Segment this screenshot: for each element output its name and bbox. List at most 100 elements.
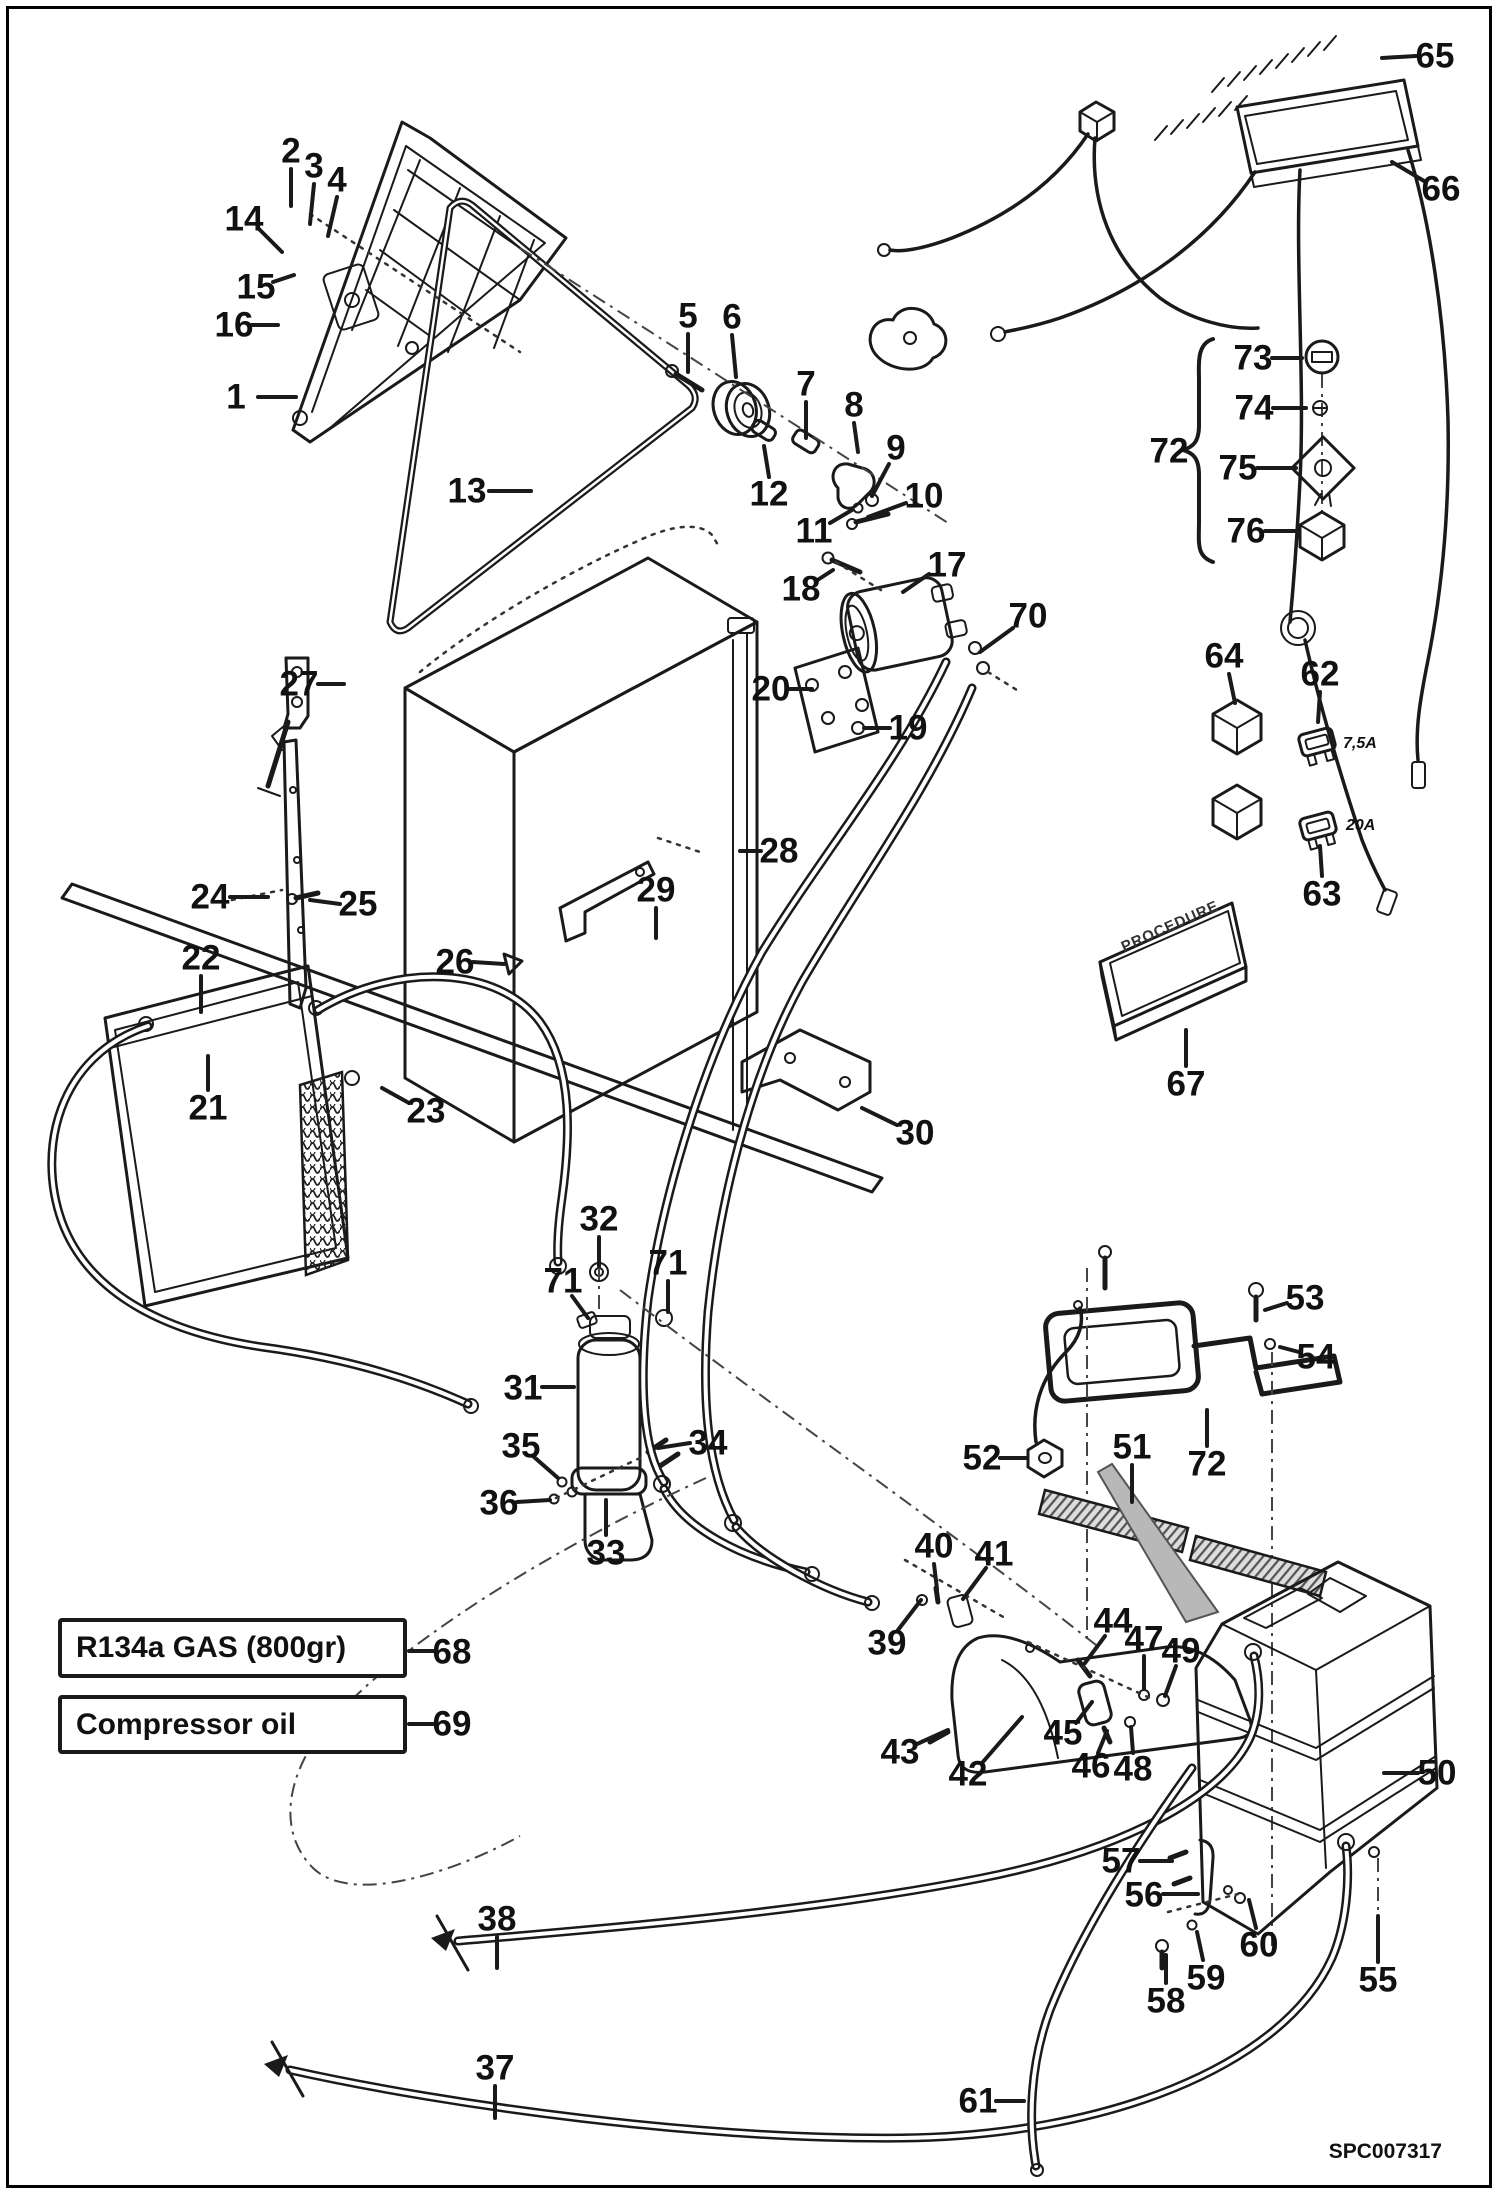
callout-36: 36 — [480, 1484, 519, 1523]
relay-icon — [1211, 698, 1263, 841]
compressor-oil-info-box: Compressor oil — [58, 1695, 407, 1754]
receiver-drier-assembly — [548, 1237, 681, 1562]
callout-57: 57 — [1102, 1842, 1141, 1881]
callout-37: 37 — [476, 2049, 515, 2088]
callout-23-leader — [380, 1086, 411, 1105]
callout-33: 33 — [587, 1534, 626, 1573]
callout-10: 10 — [905, 477, 944, 516]
callout-42: 42 — [949, 1755, 988, 1794]
callout-49: 49 — [1162, 1632, 1201, 1671]
callout-62: 62 — [1301, 655, 1340, 694]
callout-65-leader — [1380, 54, 1418, 60]
evaporator-core-assembly — [60, 525, 884, 1194]
callout-8-leader — [852, 421, 860, 454]
callout-25-leader — [308, 898, 342, 906]
callout-4-leader — [326, 195, 339, 238]
callout-31: 31 — [504, 1369, 543, 1408]
callout-64: 64 — [1205, 637, 1244, 676]
callout-44-leader — [1083, 1634, 1107, 1665]
callout-34: 34 — [689, 1424, 728, 1463]
callout-6-leader — [730, 333, 738, 379]
callout-63: 63 — [1303, 875, 1342, 914]
callout-70-leader — [978, 626, 1015, 654]
refrigerant-info-box: R134a GAS (800gr) — [58, 1618, 407, 1678]
callout-29: 29 — [637, 871, 676, 910]
callout-6: 6 — [722, 298, 741, 337]
callout-27: 27 — [280, 665, 319, 704]
fuse-20a-icon — [1298, 810, 1338, 851]
callout-54-leader — [1278, 1345, 1301, 1354]
callout-15: 15 — [237, 268, 276, 307]
callout-3-leader — [308, 182, 316, 226]
relays-fuses: 7,5A 20A — [1211, 698, 1377, 851]
page-border — [6, 6, 1492, 2188]
callout-11-leader — [828, 508, 854, 525]
callout-26: 26 — [436, 943, 475, 982]
callout-30-leader — [860, 1106, 899, 1127]
callout-9: 9 — [886, 429, 905, 468]
callout-51: 51 — [1113, 1428, 1152, 1467]
callout-39: 39 — [868, 1624, 907, 1663]
callout-2: 2 — [281, 132, 300, 171]
callout-52: 52 — [963, 1439, 1002, 1478]
callout-38: 38 — [478, 1900, 517, 1939]
callout-72: 72 — [1150, 432, 1189, 471]
callout-4: 4 — [327, 161, 347, 200]
callout-25: 25 — [339, 885, 378, 924]
callout-71: 71 — [544, 1262, 583, 1301]
callout-61: 61 — [959, 2082, 998, 2121]
callout-8: 8 — [844, 386, 863, 425]
callout-43-leader — [915, 1728, 950, 1746]
callout-48-leader — [1129, 1725, 1135, 1755]
callout-15-leader — [271, 273, 296, 284]
fuse-7-5a-label: 7,5A — [1343, 735, 1377, 752]
callout-66: 66 — [1422, 170, 1461, 209]
callout-76: 76 — [1227, 512, 1266, 551]
callout-60-leader — [1247, 1898, 1258, 1930]
callout-11: 11 — [796, 512, 833, 551]
callout-10-leader — [866, 501, 908, 519]
callout-44: 44 — [1094, 1602, 1133, 1641]
callout-65: 65 — [1416, 37, 1455, 76]
callout-45-leader — [1074, 1700, 1094, 1725]
callout-73: 73 — [1234, 339, 1273, 378]
callout-58: 58 — [1147, 1982, 1186, 2021]
callout-60: 60 — [1240, 1926, 1279, 1965]
compressor-oil-info-label: Compressor oil — [76, 1707, 297, 1741]
callout-1: 1 — [226, 378, 245, 417]
callout-71: 71 — [649, 1244, 688, 1283]
callout-28: 28 — [760, 832, 799, 871]
fuse-20a-label: 20A — [1345, 817, 1375, 834]
callout-74: 74 — [1235, 389, 1274, 428]
condenser-assembly — [47, 964, 572, 1414]
callout-46-leader — [1096, 1729, 1109, 1755]
callout-50: 50 — [1418, 1754, 1457, 1793]
callout-43: 43 — [881, 1733, 920, 1772]
callout-70: 70 — [1009, 597, 1048, 636]
callout-45: 45 — [1044, 1714, 1083, 1753]
callout-23: 23 — [407, 1092, 446, 1131]
callout-41: 41 — [975, 1535, 1014, 1574]
callout-75: 75 — [1219, 449, 1258, 488]
drawing-code: SPC007317 — [1329, 2140, 1442, 2163]
callout-49-leader — [1163, 1664, 1178, 1698]
callout-47: 47 — [1125, 1620, 1164, 1659]
callout-14-leader — [256, 226, 284, 254]
callout-53-leader — [1263, 1301, 1289, 1312]
callout-18-leader — [814, 568, 835, 583]
callout-42-leader — [980, 1715, 1024, 1765]
callout-34-leader — [656, 1441, 692, 1450]
callout-68: 68 — [433, 1633, 472, 1672]
callout-22: 22 — [182, 939, 221, 978]
callout-48: 48 — [1114, 1750, 1153, 1789]
callout-17-leader — [901, 572, 931, 594]
callout-63-leader — [1318, 844, 1324, 878]
callout-35: 35 — [502, 1427, 541, 1466]
callout-72: 72 — [1188, 1445, 1227, 1484]
wiring-harness — [877, 35, 1450, 916]
callout-40: 40 — [915, 1527, 954, 1566]
callout-56: 56 — [1125, 1876, 1164, 1915]
